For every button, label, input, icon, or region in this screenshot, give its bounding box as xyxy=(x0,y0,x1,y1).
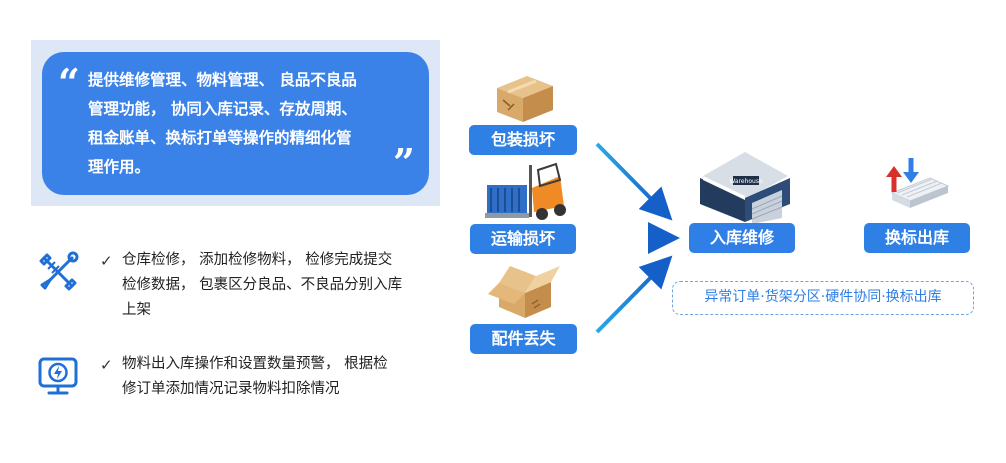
source-transport-damaged: 运输损坏 xyxy=(470,224,576,254)
source-packaging-damaged: 包装损坏 xyxy=(469,125,577,155)
destination-repair-inbound: 入库维修 xyxy=(689,223,795,253)
monitor-lightning-icon xyxy=(38,357,78,395)
feature-text-repair: 仓库检修， 添加检修物料， 检修完成提交 检修数据， 包裹区分良品、不良品分别入… xyxy=(122,248,402,323)
feature-text-material: 物料出入库操作和设置数量预警， 根据检 修订单添加情况记录物料扣除情况 xyxy=(122,352,388,402)
wrench-screwdriver-icon xyxy=(39,251,79,291)
check-icon: ✓ xyxy=(100,252,113,270)
feature-line: 物料出入库操作和设置数量预警， 根据检 xyxy=(122,356,388,372)
open-quote-icon: “ xyxy=(58,60,80,105)
feature-line: 上架 xyxy=(122,302,151,318)
quote-line: 管理功能， 协同入库记录、存放周期、 xyxy=(88,100,357,118)
feature-line: 检修数据， 包裹区分良品、不良品分别入库 xyxy=(122,277,403,293)
arrow-top xyxy=(595,142,673,221)
check-icon: ✓ xyxy=(100,356,113,374)
arrow-bottom xyxy=(595,255,673,334)
quote-line: 提供维修管理、物料管理、 良品不良品 xyxy=(88,71,357,89)
quote-box xyxy=(42,52,429,195)
feature-line: 修订单添加情况记录物料扣除情况 xyxy=(122,381,340,397)
close-quote-icon: ” xyxy=(393,140,415,185)
quote-text: 提供维修管理、物料管理、 良品不良品 管理功能， 协同入库记录、存放周期、 租金… xyxy=(88,66,398,182)
quote-line: 租金账单、换标打单等操作的精细化管 xyxy=(88,129,352,147)
warehouse-sign: Warehouse xyxy=(729,178,763,185)
quote-line: 理作用。 xyxy=(88,158,151,176)
final-relabel-outbound: 换标出库 xyxy=(864,223,970,253)
feature-line: 仓库检修， 添加检修物料， 检修完成提交 xyxy=(122,252,393,268)
source-parts-missing: 配件丢失 xyxy=(470,324,577,354)
flow-caption: 异常订单·货架分区·硬件协同·换标出库 xyxy=(672,281,974,315)
